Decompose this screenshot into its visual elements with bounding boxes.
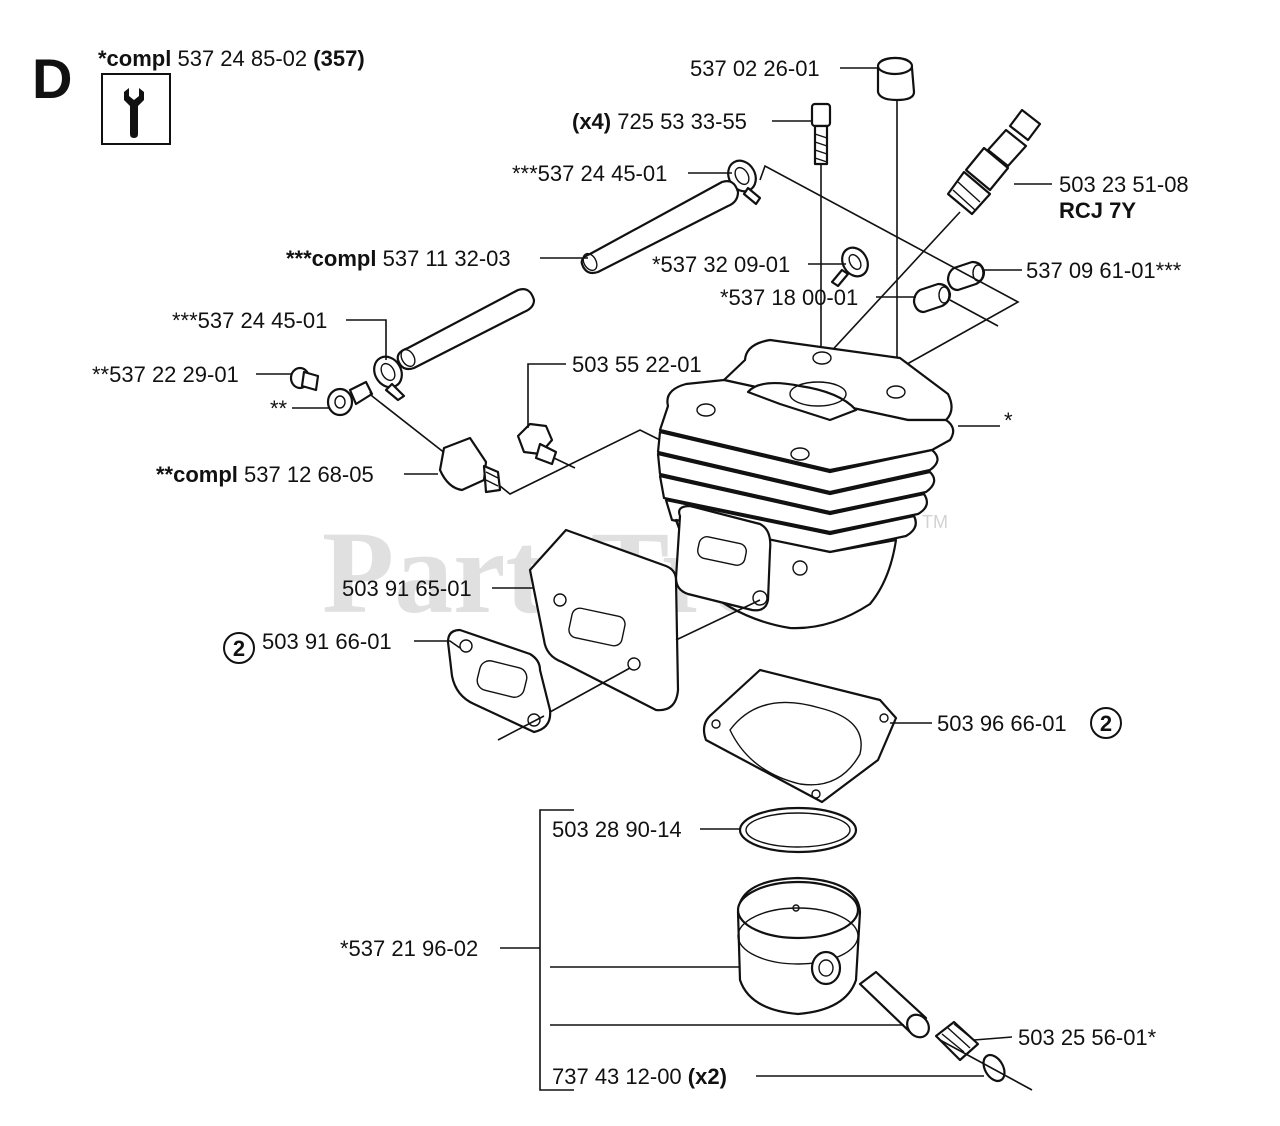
label-spark-plug[interactable]: 503 23 51-08 [1059,172,1189,197]
label-circlip[interactable]: 737 43 12-00 (x2) [552,1064,727,1089]
callout-badge-small-gasket-text: 2 [233,636,245,661]
piston-ring-part [738,806,858,854]
fitting-part [516,422,558,466]
header-number: 537 24 85-02 [177,46,307,71]
callout-badge-base-gasket-text: 2 [1100,711,1112,736]
piston-pin-part [858,970,930,1039]
small-gasket-part [446,628,552,734]
header-prefix: *compl [98,46,171,71]
label-small-gasket[interactable]: 503 91 66-01 [262,629,392,654]
label-clamp-top[interactable]: ***537 24 45-01 [512,161,667,186]
base-gasket-part [702,668,898,804]
label-piston[interactable]: *537 21 96-02 [340,936,478,961]
label-piston-ring[interactable]: 503 28 90-14 [552,817,682,842]
label-fuel-hose-number: 537 11 32-03 [383,246,511,271]
label-small-clip[interactable]: *537 32 09-01 [652,252,790,277]
spark-plug-part [946,108,1042,216]
needle-bearing-part [934,1020,980,1062]
callout-badge-base-gasket: 2 [1090,707,1122,739]
label-clamp-left[interactable]: ***537 24 45-01 [172,308,327,333]
label-base-gasket[interactable]: 503 96 66-01 [937,711,1067,736]
small-screw-part [289,366,320,392]
valve-part [438,436,502,494]
fuel-hose-part [396,180,740,371]
wrench-icon [101,73,171,145]
piston-part [736,876,862,1016]
cylinder-part [656,338,955,630]
gasket-plate-part [528,528,680,712]
label-bolt-number: 725 53 33-55 [617,109,747,134]
section-letter: D [32,47,72,110]
label-sleeve-right[interactable]: 537 09 61-01*** [1026,258,1182,283]
label-circlip-qty: (x2) [688,1064,727,1089]
header-suffix: (357) [313,46,364,71]
label-fuel-hose[interactable]: ***compl 537 11 32-03 [286,246,511,271]
label-double-star[interactable]: ** [270,396,288,421]
label-bolt[interactable]: (x4) 725 53 33-55 [572,109,747,134]
label-gasket-plate[interactable]: 503 91 65-01 [342,576,472,601]
label-needle-bearing[interactable]: 503 25 56-01* [1018,1025,1157,1050]
label-spark-plug-type[interactable]: RCJ 7Y [1059,198,1136,223]
label-fuel-hose-prefix: ***compl [286,246,376,271]
label-valve-prefix: **compl [156,462,238,487]
label-cap[interactable]: 537 02 26-01 [690,56,820,81]
sleeve-right-part [946,260,986,292]
sleeve-small-part [912,282,952,314]
label-valve-number: 537 12 68-05 [244,462,374,487]
hose-clamp-left-part [373,355,406,402]
label-single-star[interactable]: * [1004,408,1013,433]
circlip-part [982,1053,1006,1083]
label-circlip-number: 737 43 12-00 [552,1064,682,1089]
label-bolt-qty: (x4) [572,109,611,134]
label-sleeve-small[interactable]: *537 18 00-01 [720,285,858,310]
callout-badge-small-gasket: 2 [223,632,255,664]
elbow-fitting-part [326,380,374,417]
label-fitting[interactable]: 503 55 22-01 [572,352,702,377]
label-small-screw[interactable]: **537 22 29-01 [92,362,239,387]
header-part-label[interactable]: *compl 537 24 85-02 (357) [98,46,365,71]
hose-clamp-top-part [727,159,762,206]
cap-part [876,56,916,102]
bolt-part [810,102,832,166]
small-clip-part [830,246,869,288]
label-valve[interactable]: **compl 537 12 68-05 [156,462,374,487]
watermark-trademark: TM [922,512,948,532]
